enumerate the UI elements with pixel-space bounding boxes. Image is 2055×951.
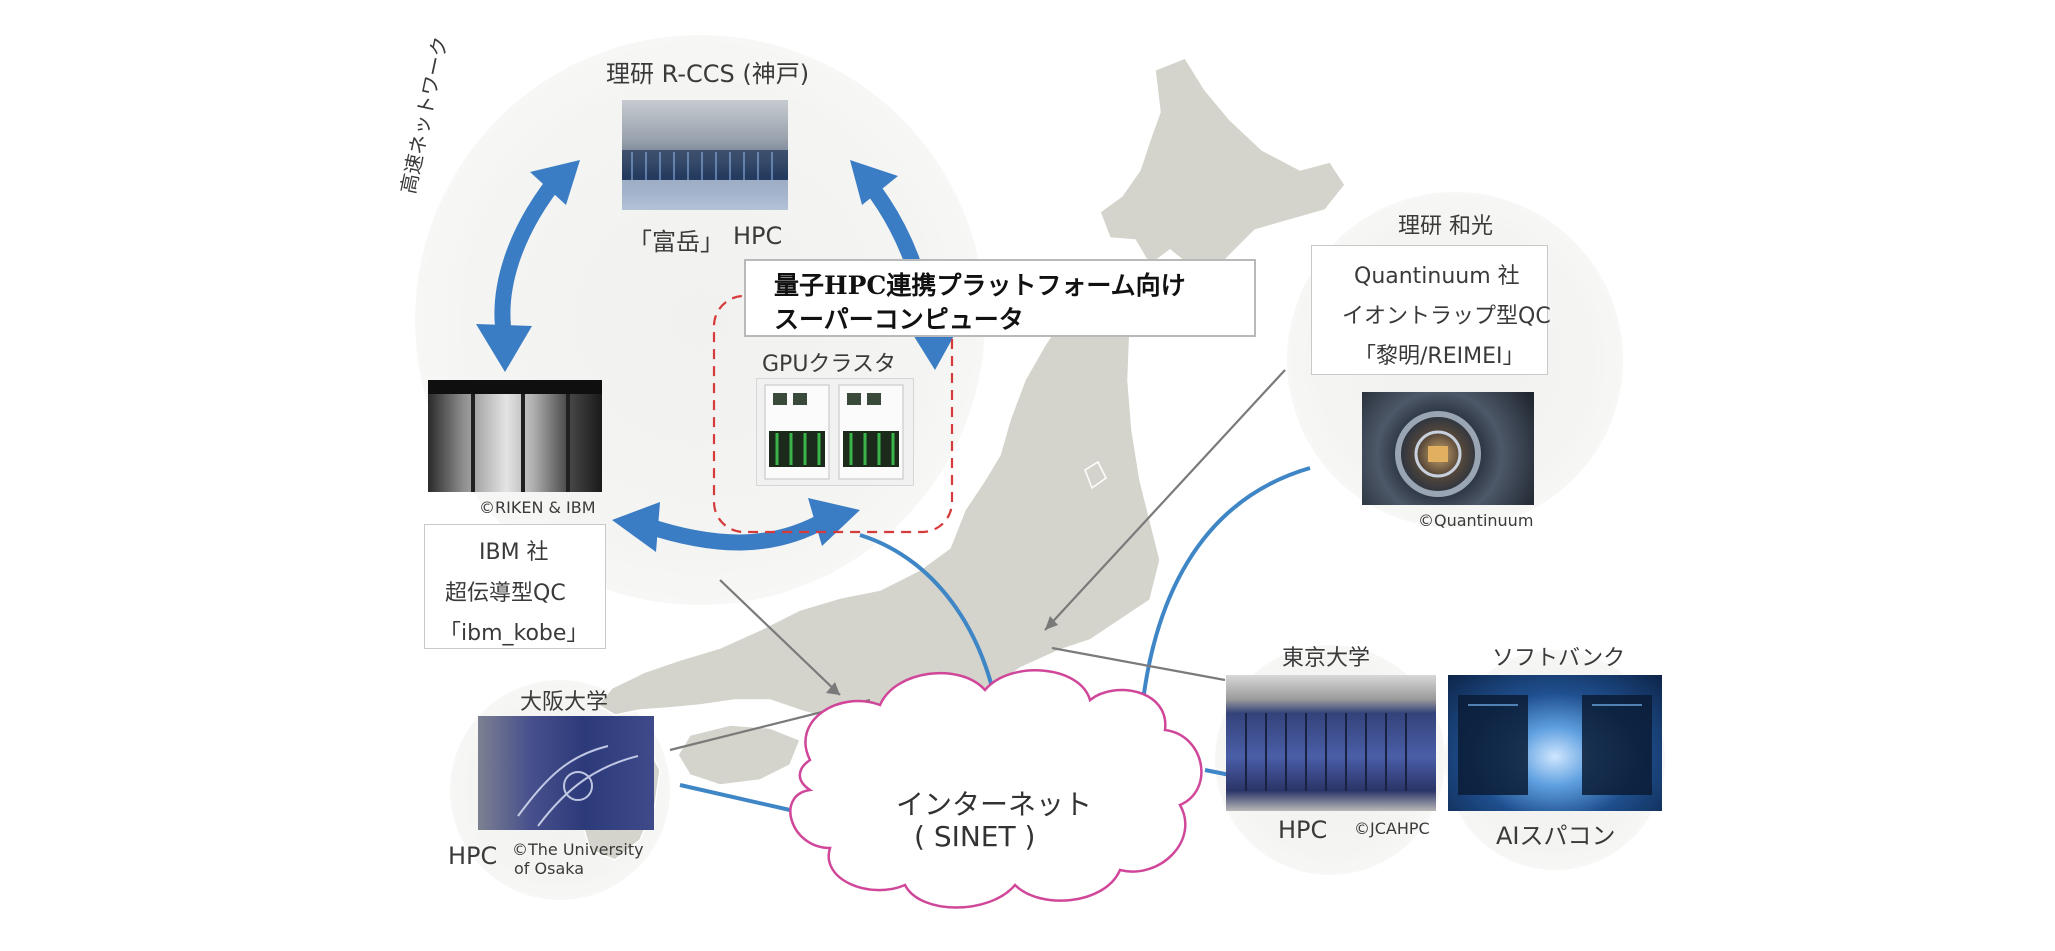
gpu-cluster-label: GPUクラスタ — [762, 352, 896, 377]
pointer-tokyo-map — [1051, 646, 1226, 682]
arrow-bottom-left-head — [612, 502, 660, 552]
gpu-rack-right — [838, 384, 904, 480]
riken-wako-site-label: 理研 和光 — [1398, 214, 1493, 239]
gpu-rack-left — [764, 384, 830, 480]
arrow-left-bottom-head — [476, 324, 532, 372]
ibm-company: IBM 社 — [479, 540, 549, 565]
osaka-type: HPC — [448, 842, 498, 870]
arrow-bottom-shaft — [642, 512, 829, 551]
pointer-ibm-map — [719, 579, 841, 696]
wako-company: Quantinuum 社 — [1354, 264, 1520, 289]
fugaku-racks-graphic — [622, 150, 788, 210]
tokyo-site-label: 東京大学 — [1282, 646, 1371, 671]
ibm-credit: ©RIKEN & IBM — [479, 498, 596, 517]
tokyo-type: HPC — [1278, 816, 1328, 844]
softbank-photo — [1448, 675, 1662, 811]
softbank-type: AIスパコン — [1496, 822, 1616, 850]
softbank-site-label: ソフトバンク — [1492, 646, 1626, 671]
quantinuum-credit: ©Quantinuum — [1418, 511, 1534, 530]
riken-wako-info-box: Quantinuum 社 イオントラップ型QC 「黎明/REIMEI」 — [1311, 245, 1551, 375]
internet-cloud — [789, 669, 1203, 909]
arrow-right-top-head — [850, 160, 898, 205]
line-wako-internet — [1138, 466, 1311, 731]
osaka-credit-line2: of Osaka — [514, 859, 585, 878]
ibm-name: 「ibm_kobe」 — [439, 621, 589, 646]
pointer-ibm-map-head — [826, 682, 840, 695]
gpu-racks-graphic — [764, 384, 904, 480]
ibm-system-graphic — [428, 380, 602, 492]
osaka-credit-line1: ©The University — [512, 840, 644, 859]
quantinuum-photo — [1362, 392, 1534, 505]
osaka-system-graphic — [517, 745, 639, 827]
fugaku-label: 「富岳」 — [628, 228, 724, 256]
internet-line2: ( SINET ) — [914, 820, 1036, 853]
callout-line1: 量子HPC連携プラットフォーム向け — [774, 271, 1186, 300]
ion-trap-graphic — [1395, 411, 1481, 497]
cycle-arrows — [476, 160, 960, 552]
map-honshu — [596, 294, 1161, 721]
riken-kobe-site-label: 理研 R-CCS (神戸) — [606, 60, 810, 88]
map-shikoku — [677, 724, 801, 786]
osaka-photo — [478, 716, 654, 830]
pointer-wako-map-head — [1045, 616, 1058, 630]
fugaku-photo — [622, 100, 788, 210]
tokyo-racks-graphic — [1245, 713, 1407, 791]
arrow-left-shaft — [494, 169, 567, 342]
pointer-wako-map — [1044, 369, 1286, 631]
fugaku-type: HPC — [733, 222, 783, 250]
softbank-datacenter-graphic — [1458, 695, 1652, 795]
callout-box: 量子HPC連携プラットフォーム向け スーパーコンピュータ — [744, 259, 1256, 337]
ibm-info-box: IBM 社 超伝導型QC 「ibm_kobe」 — [424, 524, 606, 649]
internet-line1: インターネット — [896, 788, 1093, 821]
tokyo-credit: ©JCAHPC — [1354, 819, 1430, 838]
map-hokkaido — [1099, 57, 1346, 271]
pointer-lines — [669, 369, 1286, 752]
tokyo-photo — [1226, 675, 1436, 811]
line-osaka-internet — [679, 783, 791, 812]
osaka-site-label: 大阪大学 — [520, 690, 609, 715]
callout-line2: スーパーコンピュータ — [774, 305, 1024, 334]
line-tokyo-internet — [1204, 768, 1231, 777]
wako-name: 「黎明/REIMEI」 — [1354, 344, 1525, 369]
arrow-bottom-right-head — [808, 498, 860, 546]
gpu-cluster-image — [756, 378, 914, 486]
ibm-type: 超伝導型QC — [445, 581, 566, 606]
arrow-left-top-head — [530, 160, 580, 205]
wako-type: イオントラップ型QC — [1342, 304, 1551, 329]
map-sado — [1084, 460, 1107, 490]
ibm-quantum-photo — [428, 380, 602, 492]
